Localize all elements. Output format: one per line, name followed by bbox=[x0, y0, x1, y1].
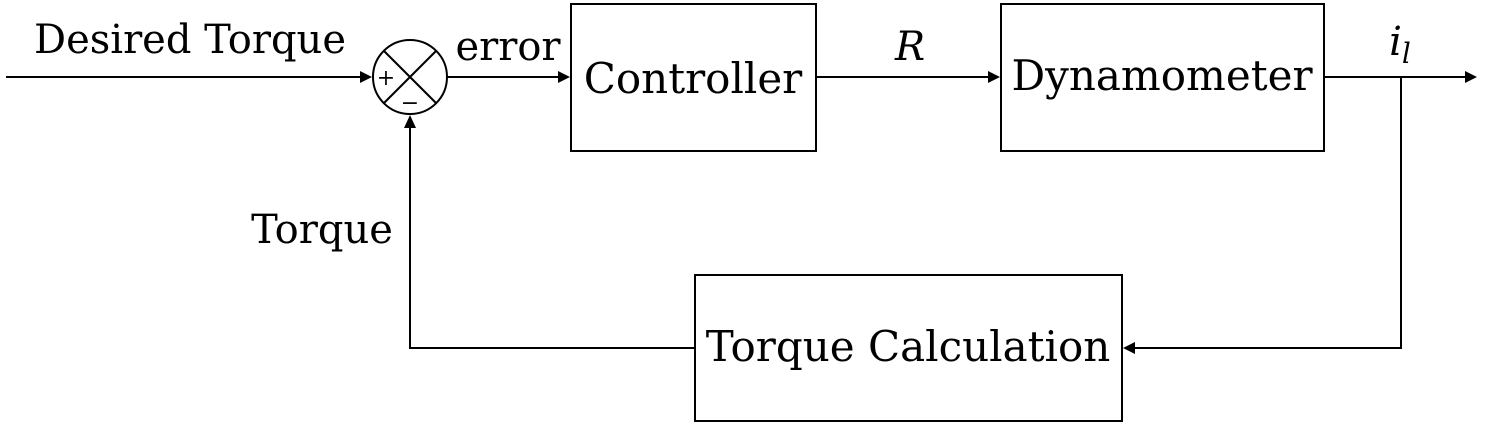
controller-block: Controller bbox=[570, 3, 817, 152]
dynamometer-box bbox=[1000, 3, 1325, 152]
il-main: i bbox=[1389, 19, 1402, 65]
summing-junction-cross-b bbox=[383, 50, 437, 104]
plus-sign: + bbox=[377, 66, 395, 91]
dynamometer-label: Dynamometer bbox=[1011, 51, 1313, 100]
torque-calculation-block: Torque Calculation bbox=[694, 274, 1123, 422]
feedback-return-wire bbox=[409, 126, 695, 349]
minus-sign: − bbox=[401, 91, 419, 116]
r-arrowhead bbox=[988, 71, 1000, 83]
controller-box bbox=[570, 3, 817, 152]
error-label: error bbox=[455, 24, 561, 70]
feedback-return-arrowhead bbox=[404, 115, 416, 128]
input-arrowhead bbox=[360, 71, 372, 83]
output-arrowhead bbox=[1465, 71, 1477, 83]
feedback-branch-wire bbox=[1133, 77, 1402, 349]
torque-calculation-label: Torque Calculation bbox=[706, 322, 1111, 371]
il-label: il bbox=[1389, 19, 1411, 70]
feedback-branch-arrowhead bbox=[1123, 342, 1135, 354]
error-arrowhead bbox=[558, 71, 570, 83]
il-subscript: l bbox=[1402, 37, 1411, 70]
desired-torque-label: Desired Torque bbox=[34, 17, 346, 63]
summing-junction: + − bbox=[372, 39, 448, 116]
r-label: R bbox=[894, 24, 925, 70]
controller-label: Controller bbox=[584, 54, 803, 103]
dynamometer-block: Dynamometer bbox=[1000, 3, 1325, 152]
feedback-torque-label: Torque bbox=[251, 207, 393, 253]
